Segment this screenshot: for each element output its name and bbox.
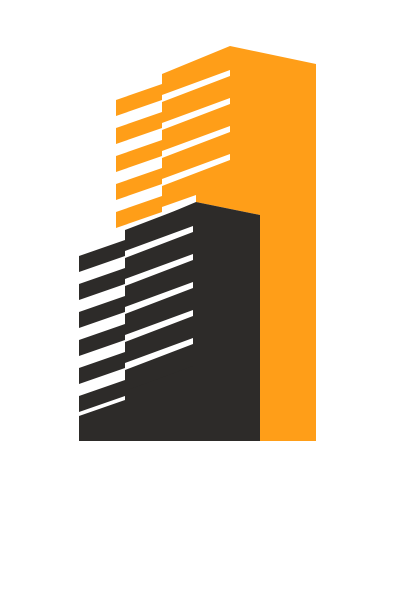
dark-slat-5: [79, 316, 193, 384]
dark-slat-4: [79, 288, 193, 356]
dark-slat-6: [79, 344, 193, 412]
orange-slat-2: [116, 76, 230, 144]
dark-slat-3: [79, 260, 193, 328]
dark-slat-1: [79, 204, 193, 272]
orange-slat-3: [116, 104, 230, 172]
orange-tower-body: [196, 46, 316, 441]
dark-tower-body: [79, 202, 260, 441]
dark-tower: [79, 202, 260, 441]
dark-slat-2: [79, 232, 193, 300]
orange-slat-1: [116, 46, 230, 116]
orange-tower: [116, 46, 316, 441]
orange-slat-5: [116, 160, 230, 228]
orange-slat-4: [116, 132, 230, 200]
